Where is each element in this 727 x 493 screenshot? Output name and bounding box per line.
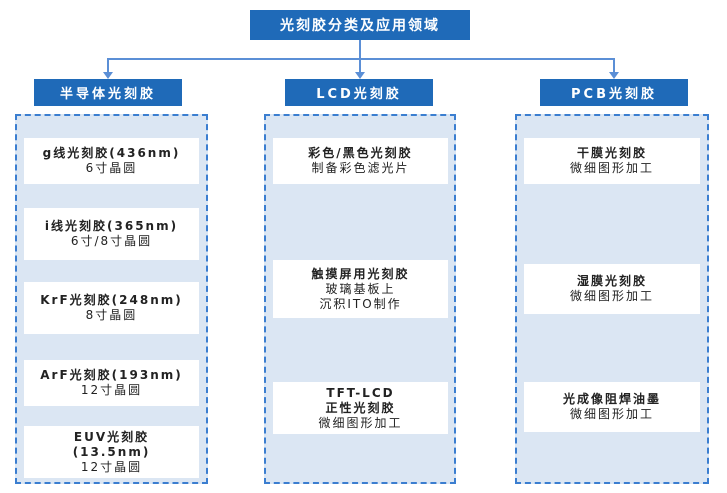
item-name: EUV光刻胶 bbox=[73, 429, 150, 444]
item-g-line: g线光刻胶(436nm) 6寸晶圆 bbox=[24, 138, 199, 184]
item-name-line2: (13.5nm) bbox=[72, 444, 151, 459]
item-dry-film: 干膜光刻胶 微细图形加工 bbox=[524, 138, 700, 184]
item-name: 干膜光刻胶 bbox=[576, 146, 647, 160]
item-sub: 制备彩色滤光片 bbox=[311, 161, 410, 175]
item-sub: 玻璃基板上 bbox=[325, 281, 396, 296]
item-sub: 微细图形加工 bbox=[569, 289, 654, 303]
item-wet-film: 湿膜光刻胶 微细图形加工 bbox=[524, 264, 700, 314]
right-arrow bbox=[609, 72, 619, 79]
item-name: 湿膜光刻胶 bbox=[576, 274, 647, 288]
panel-semiconductor: g线光刻胶(436nm) 6寸晶圆 i线光刻胶(365nm) 6寸/8寸晶圆 K… bbox=[15, 114, 208, 484]
item-name-line2: 正性光刻胶 bbox=[325, 400, 396, 415]
item-sub: 微细图形加工 bbox=[569, 407, 654, 421]
item-sub: 微细图形加工 bbox=[318, 415, 403, 430]
item-name: ArF光刻胶(193nm) bbox=[40, 368, 183, 382]
middle-drop bbox=[359, 58, 361, 72]
category-semiconductor: 半导体光刻胶 bbox=[34, 79, 182, 106]
item-name: g线光刻胶(436nm) bbox=[42, 146, 181, 160]
item-i-line: i线光刻胶(365nm) 6寸/8寸晶圆 bbox=[24, 208, 199, 260]
left-arrow bbox=[103, 72, 113, 79]
item-touchscreen: 触摸屏用光刻胶 玻璃基板上 沉积ITO制作 bbox=[273, 260, 448, 318]
item-sub: 8寸晶圆 bbox=[85, 308, 138, 322]
item-name: 光成像阻焊油墨 bbox=[562, 392, 661, 406]
item-euv: EUV光刻胶 (13.5nm) 12寸晶圆 bbox=[24, 426, 199, 478]
item-solder-mask: 光成像阻焊油墨 微细图形加工 bbox=[524, 382, 700, 432]
item-name: 彩色/黑色光刻胶 bbox=[308, 146, 413, 160]
item-krf: KrF光刻胶(248nm) 8寸晶圆 bbox=[24, 282, 199, 334]
item-sub-line2: 沉积ITO制作 bbox=[319, 296, 402, 311]
panel-pcb: 干膜光刻胶 微细图形加工 湿膜光刻胶 微细图形加工 光成像阻焊油墨 微细图形加工 bbox=[515, 114, 709, 484]
right-drop bbox=[613, 58, 615, 72]
item-sub: 12寸晶圆 bbox=[80, 383, 143, 397]
left-drop bbox=[107, 58, 109, 72]
item-tft-lcd: TFT-LCD 正性光刻胶 微细图形加工 bbox=[273, 382, 448, 434]
item-arf: ArF光刻胶(193nm) 12寸晶圆 bbox=[24, 360, 199, 406]
item-sub: 微细图形加工 bbox=[569, 161, 654, 175]
title-connector bbox=[359, 40, 361, 59]
item-name: 触摸屏用光刻胶 bbox=[311, 266, 410, 281]
category-pcb: PCB光刻胶 bbox=[540, 79, 688, 106]
item-sub: 6寸/8寸晶圆 bbox=[70, 234, 153, 248]
category-lcd: LCD光刻胶 bbox=[285, 79, 433, 106]
item-color-black: 彩色/黑色光刻胶 制备彩色滤光片 bbox=[273, 138, 448, 184]
item-sub: 6寸晶圆 bbox=[85, 161, 138, 175]
item-name: i线光刻胶(365nm) bbox=[44, 219, 179, 233]
item-name: KrF光刻胶(248nm) bbox=[40, 293, 183, 307]
branch-connector bbox=[107, 58, 615, 60]
middle-arrow bbox=[355, 72, 365, 79]
panel-lcd: 彩色/黑色光刻胶 制备彩色滤光片 触摸屏用光刻胶 玻璃基板上 沉积ITO制作 T… bbox=[264, 114, 456, 484]
item-sub: 12寸晶圆 bbox=[80, 459, 143, 474]
diagram-title: 光刻胶分类及应用领域 bbox=[250, 10, 470, 40]
item-name: TFT-LCD bbox=[326, 385, 395, 400]
